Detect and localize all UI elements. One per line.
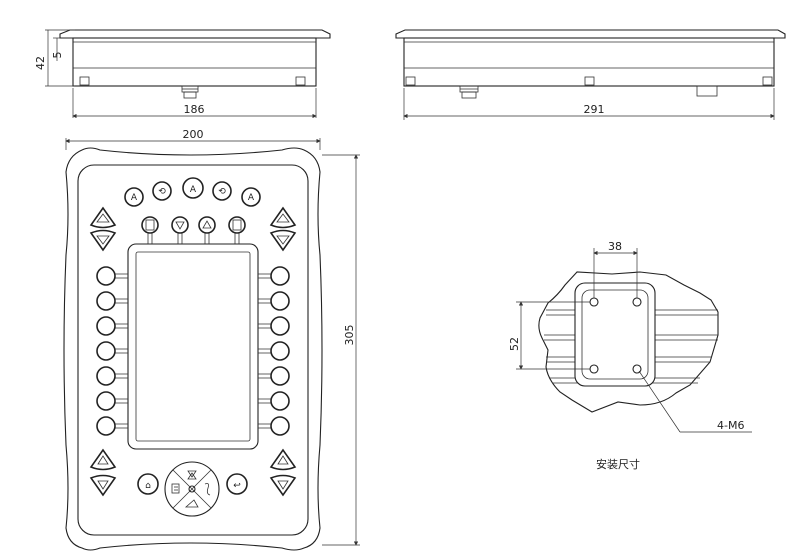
right-arrow-buttons-bottom[interactable] <box>269 448 297 497</box>
left-soft-key[interactable] <box>96 316 128 336</box>
right-soft-key[interactable] <box>258 366 290 386</box>
right-soft-key[interactable] <box>258 291 290 311</box>
left-soft-key[interactable] <box>96 366 128 386</box>
right-soft-key[interactable] <box>258 416 290 436</box>
cluster-bottom-key[interactable] <box>184 499 199 508</box>
cluster-left-key[interactable] <box>171 483 180 494</box>
right-soft-key[interactable] <box>258 341 290 361</box>
dim-side-width: 186 <box>184 103 205 116</box>
left-soft-key[interactable] <box>96 291 128 311</box>
top-button-row: A ⟲ A ⟲ A <box>124 177 261 207</box>
right-soft-key[interactable] <box>258 391 290 411</box>
dim-side-height: 42 <box>34 56 47 70</box>
right-soft-key[interactable] <box>258 316 290 336</box>
home-icon: ⌂ <box>145 481 151 491</box>
dim-front-width: 200 <box>183 128 204 141</box>
auto-button-left[interactable] <box>124 187 144 207</box>
top-view: 291 <box>395 29 786 120</box>
side-view: 42 5 186 <box>34 29 331 119</box>
up-button[interactable] <box>198 216 216 234</box>
left-soft-keys <box>96 266 128 436</box>
dim-mount-horizontal: 38 <box>608 240 622 253</box>
dim-side-flange: 5 <box>51 52 64 59</box>
left-soft-key[interactable] <box>96 416 128 436</box>
cycle-button-left[interactable] <box>152 181 172 201</box>
center-control-cluster <box>164 461 220 517</box>
back-button[interactable] <box>226 473 248 495</box>
svg-text:A: A <box>131 193 138 203</box>
svg-text:A: A <box>190 185 197 195</box>
cluster-top-key[interactable] <box>187 470 197 480</box>
cluster-right-key[interactable] <box>204 483 211 496</box>
down-button[interactable] <box>171 216 189 234</box>
menu-button-left[interactable] <box>141 216 159 234</box>
left-soft-key[interactable] <box>96 391 128 411</box>
mount-holes-label: 4-M6 <box>717 419 744 432</box>
second-button-row <box>141 216 246 244</box>
svg-text:A: A <box>248 193 255 203</box>
dim-mount-vertical: 52 <box>508 337 521 351</box>
cycle-button-right[interactable] <box>212 181 232 201</box>
auto-button-center[interactable] <box>182 177 204 199</box>
svg-text:⟲: ⟲ <box>218 187 226 197</box>
left-arrow-buttons-top[interactable] <box>89 206 117 252</box>
left-soft-key[interactable] <box>96 341 128 361</box>
dim-top-width: 291 <box>584 103 605 116</box>
right-soft-keys <box>258 266 290 436</box>
home-button[interactable] <box>137 473 159 495</box>
left-arrow-buttons-bottom[interactable] <box>89 448 117 497</box>
auto-button-right[interactable] <box>241 187 261 207</box>
mounting-caption: 安装尺寸 <box>596 457 640 471</box>
mounting-detail: 38 52 4-M6 安装尺寸 <box>508 240 752 471</box>
front-view: 200 305 A ⟲ A ⟲ A <box>63 128 360 551</box>
left-soft-key[interactable] <box>96 266 128 286</box>
back-icon: ↩ <box>233 481 241 491</box>
dim-front-height: 305 <box>343 325 356 346</box>
menu-button-right[interactable] <box>228 216 246 234</box>
right-arrow-buttons-top[interactable] <box>269 206 297 252</box>
right-soft-key[interactable] <box>258 266 290 286</box>
svg-text:⟲: ⟲ <box>158 187 166 197</box>
